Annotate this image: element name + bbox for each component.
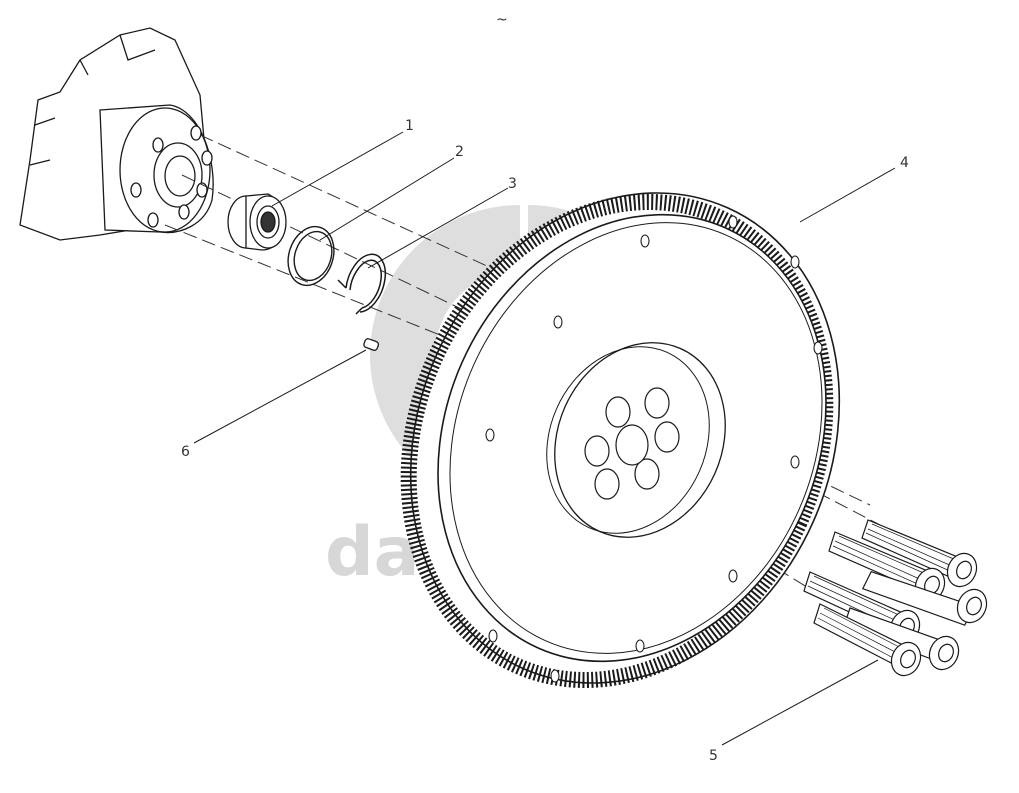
retaining-ring [337, 253, 387, 315]
spacer-ring [287, 225, 335, 287]
crankshaft-hub [19, 27, 214, 241]
flywheel [400, 192, 841, 689]
bolt [861, 570, 988, 626]
bearing [227, 193, 287, 251]
callout-1: 1 [405, 118, 414, 134]
top-mark: ~ [496, 12, 508, 28]
callout-6: 6 [181, 444, 190, 460]
callout-labels: 1 2 3 4 5 6 ~ [181, 12, 909, 764]
callout-4: 4 [900, 155, 909, 171]
dowel-pin [363, 338, 380, 351]
flywheel-perimeter-holes [485, 215, 823, 683]
leader-lines [193, 131, 896, 746]
callout-2: 2 [455, 144, 464, 160]
bolt [861, 519, 978, 588]
flange-bolt-holes [130, 125, 213, 228]
flywheel-hub-holes [584, 387, 680, 500]
callout-5: 5 [709, 748, 718, 764]
flywheel-bolts [803, 519, 988, 677]
callout-3: 3 [508, 176, 517, 192]
bolt [813, 603, 922, 677]
